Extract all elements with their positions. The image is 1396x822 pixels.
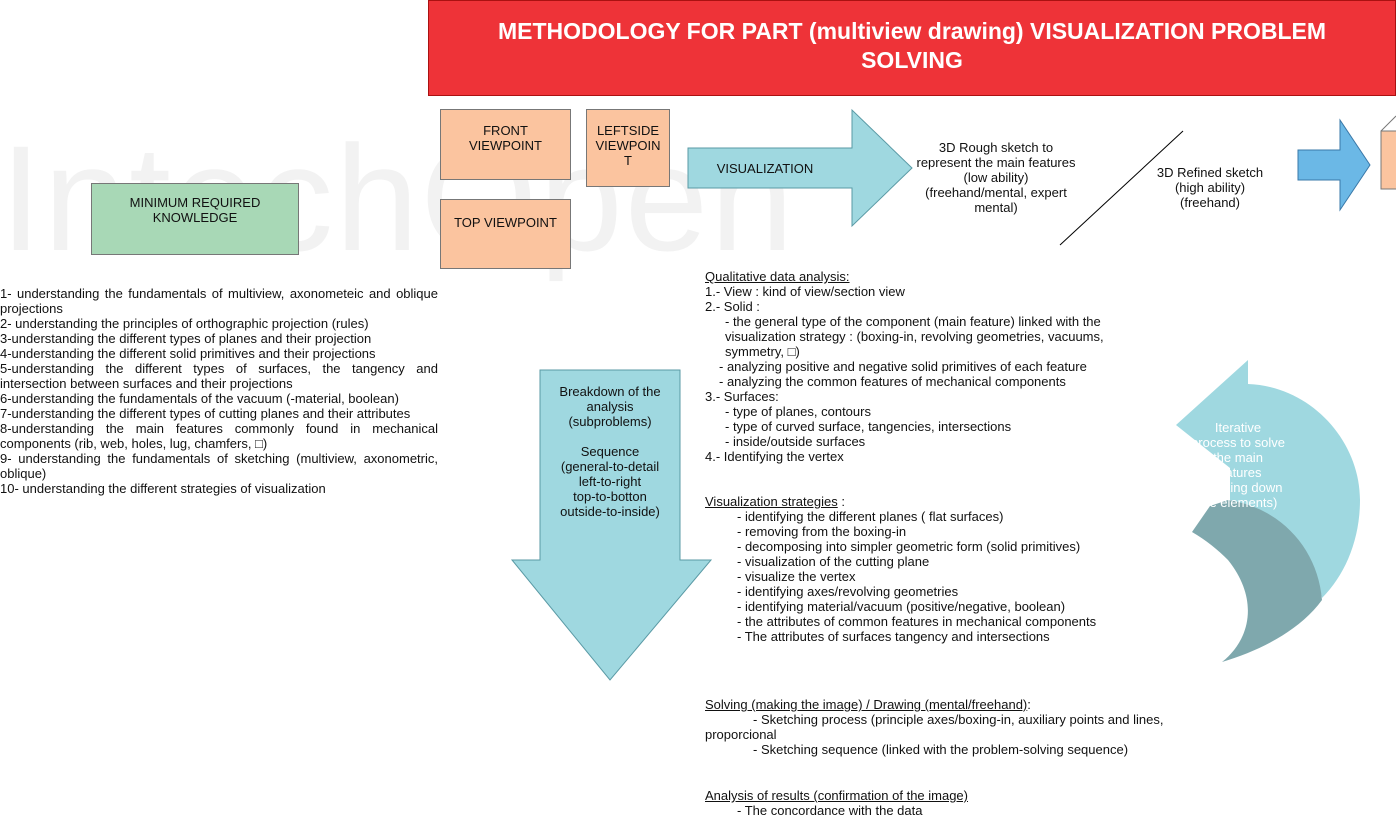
solving-heading: Solving (making the image) / Drawing (me… <box>705 697 1028 712</box>
qualitative-heading: Qualitative data analysis: <box>705 269 850 284</box>
rough-sketch-line: (freehand/mental, expert <box>925 185 1067 200</box>
page-title: METHODOLOGY FOR PART (multiview drawing)… <box>428 0 1396 96</box>
sketch-divider-line <box>1059 130 1184 246</box>
knowledge-item: 3-understanding the different types of p… <box>0 331 372 346</box>
strategy-line: - removing from the boxing-in <box>737 524 907 539</box>
top-viewpoint-label: TOP VIEWPOINT <box>454 215 557 230</box>
analysis-section: Analysis of results (confirmation of the… <box>705 788 1305 822</box>
breakdown-line: analysis <box>586 399 634 414</box>
solving-heading-row: Solving (making the image) / Drawing (me… <box>705 697 1305 712</box>
refined-sketch-line: (freehand) <box>1180 195 1240 210</box>
iterative-line: process to solve <box>1191 435 1285 450</box>
qualitative-line: visualization strategy : (boxing-in, rev… <box>725 329 1104 344</box>
iterative-line: the main <box>1213 450 1263 465</box>
iterative-line: the elements) <box>1198 495 1278 510</box>
strategies-section: Visualization strategies : - identifying… <box>705 494 1265 644</box>
visualization-label: VISUALIZATION <box>716 161 814 176</box>
knowledge-item: 7-understanding the different types of c… <box>0 406 411 421</box>
rough-sketch-line: mental) <box>974 200 1018 215</box>
strategy-line: - the attributes of common features in m… <box>737 614 1097 629</box>
strategy-line: - identifying material/vacuum (positive/… <box>737 599 1066 614</box>
breakdown-spacer <box>540 429 680 444</box>
qualitative-line: - inside/outside surfaces <box>725 434 866 449</box>
breakdown-arrow <box>510 369 713 681</box>
qualitative-line: 4.- Identifying the vertex <box>705 449 844 464</box>
iterative-line: features <box>1214 465 1262 480</box>
knowledge-item: 8-understanding the main features common… <box>0 421 438 451</box>
strategy-line: - The attributes of surfaces tangency an… <box>737 629 1050 644</box>
breakdown-text: Breakdown of the analysis (subproblems) … <box>540 384 680 519</box>
solving-line: proporcional <box>705 727 777 742</box>
knowledge-item: 2- understanding the principles of ortho… <box>0 316 369 331</box>
qualitative-section: Qualitative data analysis: 1.- View : ki… <box>705 269 1305 464</box>
solving-line: - Sketching process (principle axes/boxi… <box>753 712 1164 727</box>
knowledge-item: 6-understanding the fundamentals of the … <box>0 391 399 406</box>
knowledge-item: 4-understanding the different solid prim… <box>0 346 376 361</box>
rough-sketch-line: represent the main features <box>916 155 1076 170</box>
strategies-heading: Visualization strategies <box>705 494 838 509</box>
qualitative-line: 2.- Solid : <box>705 299 760 314</box>
qualitative-line: - type of curved surface, tangencies, in… <box>725 419 1012 434</box>
knowledge-item: 9- understanding the fundamentals of ske… <box>0 451 438 481</box>
min-knowledge-list: 1- understanding the fundamentals of mul… <box>0 286 438 678</box>
title-line-1: METHODOLOGY FOR PART (multiview drawing)… <box>497 18 1326 44</box>
title-line-2: SOLVING <box>861 47 963 73</box>
refined-sketch-line: 3D Refined sketch <box>1156 165 1264 180</box>
rough-sketch-line: (low ability) <box>963 170 1029 185</box>
min-knowledge-title: MINIMUM REQUIRED KNOWLEDGE <box>129 195 261 225</box>
analysis-line: - The concordance with the data <box>737 803 923 818</box>
solving-line: - Sketching sequence (linked with the pr… <box>753 742 1129 757</box>
knowledge-item: 10- understanding the different strategi… <box>0 481 326 496</box>
iterative-line: (breaking down <box>1193 480 1283 495</box>
output-box <box>1380 130 1396 190</box>
top-viewpoint-box: TOP VIEWPOINT <box>440 199 571 269</box>
leftside-viewpoint-label: LEFTSIDE VIEWPOIN T <box>595 123 661 168</box>
iterative-line: Iterative <box>1214 420 1262 435</box>
refined-output-arrow <box>1297 118 1371 212</box>
leftside-viewpoint-box: LEFTSIDE VIEWPOIN T <box>586 109 670 187</box>
breakdown-line: (general-to-detail <box>560 459 660 474</box>
knowledge-item: 1- understanding the fundamentals of mul… <box>0 286 438 316</box>
iterative-arrow-tail <box>1192 500 1322 662</box>
analysis-heading: Analysis of results (confirmation of the… <box>705 788 968 803</box>
strategy-line: - identifying the different planes ( fla… <box>737 509 1004 524</box>
front-viewpoint-box: FRONT VIEWPOINT <box>440 109 571 180</box>
breakdown-line: top-to-botton <box>573 489 647 504</box>
qualitative-line: - type of planes, contours <box>725 404 871 419</box>
strategy-line: - visualize the vertex <box>737 569 856 584</box>
breakdown-line: Breakdown of the <box>559 384 661 399</box>
qualitative-line: 3.- Surfaces: <box>705 389 779 404</box>
strategy-line: - visualization of the cutting plane <box>737 554 930 569</box>
strategies-heading-suffix: : <box>837 494 845 509</box>
strategies-heading-row: Visualization strategies : <box>705 494 1265 509</box>
solving-section: Solving (making the image) / Drawing (me… <box>705 697 1305 757</box>
min-knowledge-box: MINIMUM REQUIRED KNOWLEDGE <box>91 183 299 255</box>
rough-sketch-text: 3D Rough sketch to represent the main fe… <box>896 140 1096 215</box>
refined-sketch-line: (high ability) <box>1174 180 1246 195</box>
front-viewpoint-label: FRONT VIEWPOINT <box>469 123 542 153</box>
breakdown-line: (subproblems) <box>568 414 652 429</box>
knowledge-item: 5-understanding the different types of s… <box>0 361 438 391</box>
strategy-line: - identifying axes/revolving geometries <box>737 584 959 599</box>
solving-heading-suffix: : <box>1027 697 1031 712</box>
iterative-text: Iterative process to solve the main feat… <box>1182 420 1294 510</box>
qualitative-line: 1.- View : kind of view/section view <box>705 284 905 299</box>
refined-sketch-text: 3D Refined sketch (high ability) (freeha… <box>1140 165 1280 210</box>
iterative-arrow <box>1176 360 1360 598</box>
breakdown-line: left-to-right <box>578 474 642 489</box>
qualitative-line: symmetry, □) <box>725 344 800 359</box>
qualitative-line: - the general type of the component (mai… <box>725 314 1101 329</box>
output-box-edge <box>1380 115 1396 132</box>
strategy-line: - decomposing into simpler geometric for… <box>737 539 1081 554</box>
breakdown-line: Sequence <box>580 444 640 459</box>
qualitative-line: - analyzing positive and negative solid … <box>719 359 1087 374</box>
visualization-arrow <box>687 108 913 228</box>
qualitative-line: - analyzing the common features of mecha… <box>719 374 1066 389</box>
rough-sketch-line: 3D Rough sketch to <box>938 140 1054 155</box>
breakdown-line: outside-to-inside) <box>560 504 660 519</box>
